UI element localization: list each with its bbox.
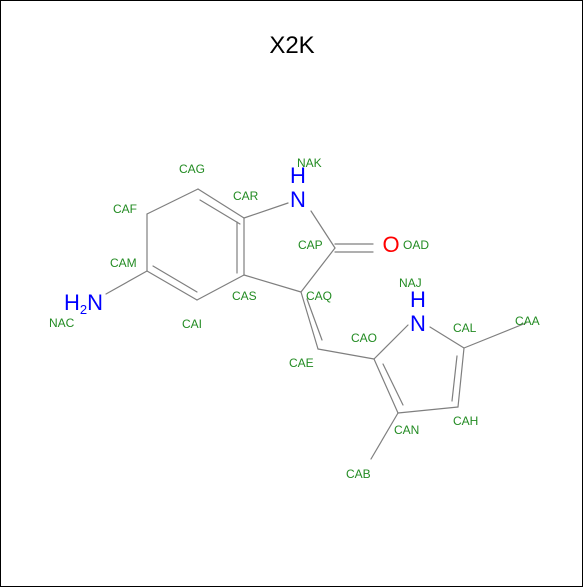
bond-cam-nac <box>105 270 148 295</box>
bond-caq-cae-b <box>306 298 323 341</box>
atom-label-cas: CAS <box>232 289 257 303</box>
bond-caq-cas <box>243 274 302 293</box>
bond-nak-cap <box>310 210 336 249</box>
amine-n: N <box>87 290 103 315</box>
bond-car-cag-inner <box>199 199 241 225</box>
bond-can-cab <box>370 412 399 460</box>
atom-symbol-h-naj: H <box>410 287 426 312</box>
atom-label-caa: CAA <box>515 314 540 328</box>
bond-car-nak <box>243 202 289 219</box>
atom-label-cag: CAG <box>179 162 205 176</box>
diagram-title: X2K <box>269 32 314 59</box>
atom-label-cal: CAL <box>453 321 477 335</box>
atom-label-cah: CAH <box>453 414 478 428</box>
bond-can-cao <box>373 358 399 414</box>
bond-cao-naj <box>373 324 409 360</box>
bond-cao-can-inner <box>382 363 404 406</box>
atom-symbol-n-naj: N <box>410 311 426 336</box>
atom-label-oad: OAD <box>403 238 429 252</box>
atom-label-cam: CAM <box>110 256 137 270</box>
atom-symbol-amine-nac: H2N <box>64 290 103 317</box>
bond-caf-cam-inner <box>152 265 198 293</box>
bond-naj-cal <box>429 326 465 349</box>
bond-car-cag <box>146 188 199 215</box>
bond-cal-cah <box>457 347 465 408</box>
atom-label-cao: CAO <box>351 331 377 345</box>
atom-label-caq: CAQ <box>306 289 332 303</box>
heteroatom-group: H N O H N H2N <box>64 163 426 336</box>
atom-label-cae: CAE <box>289 356 314 370</box>
atom-label-nac: NAC <box>49 316 75 330</box>
bond-cae-cao <box>317 348 375 360</box>
bond-cah-can <box>397 406 459 414</box>
bond-caq-cae-a <box>300 291 319 350</box>
amine-h: H <box>64 290 80 315</box>
atom-label-cai: CAI <box>182 317 202 331</box>
bond-caf-cam <box>146 270 198 301</box>
bond-cal-caa <box>463 322 527 349</box>
atom-symbol-o-oad: O <box>382 232 399 257</box>
atom-symbol-h-nak: H <box>290 163 306 188</box>
atom-label-car: CAR <box>233 189 259 203</box>
bond-group <box>105 188 527 460</box>
atom-label-nak: NAK <box>297 156 322 170</box>
bond-cal-cah-inner <box>451 355 458 402</box>
atom-symbol-n-nak: N <box>290 187 306 212</box>
bond-car-cag-top <box>197 188 245 219</box>
bond-cap-caq <box>300 247 336 293</box>
atom-label-cab: CAB <box>346 467 371 481</box>
atom-label-naj: NAJ <box>399 276 422 290</box>
atom-label-group: NAK CAG CAR CAF CAP OAD CAM CAS CAQ NAJ … <box>49 156 540 481</box>
atom-label-cap: CAP <box>298 238 323 252</box>
atom-label-can: CAN <box>394 423 419 437</box>
bond-cam-cas <box>196 274 245 301</box>
amine-subscript: 2 <box>80 302 87 317</box>
atom-label-caf: CAF <box>113 202 137 216</box>
